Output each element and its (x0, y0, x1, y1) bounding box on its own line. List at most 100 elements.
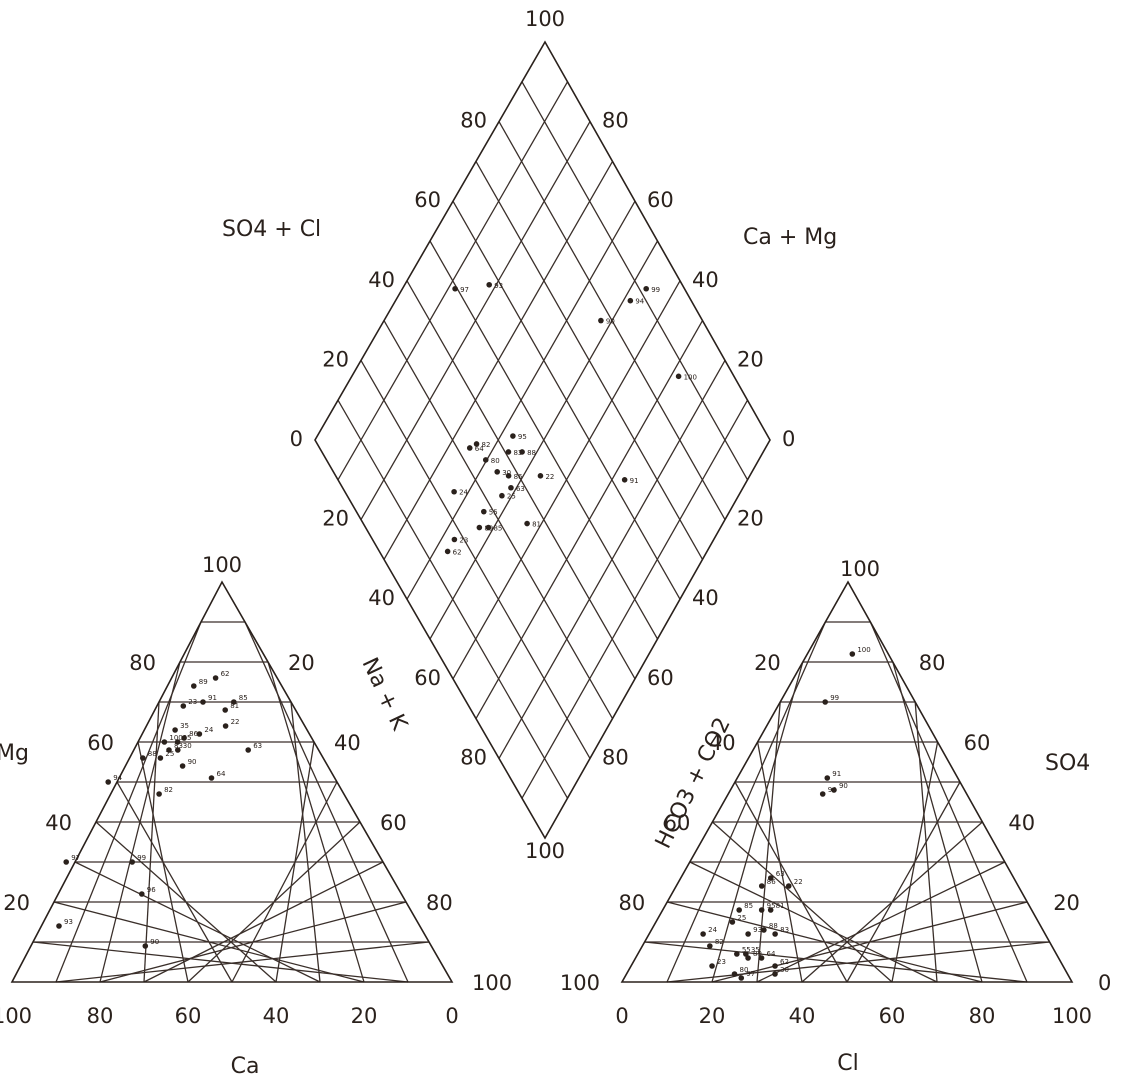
anion-sample-point (745, 955, 751, 961)
anion-sample-point (772, 931, 778, 937)
diamond-left-upper-tick: 40 (368, 268, 395, 292)
diamond-sample-point (486, 281, 493, 288)
cation-triangle: 1008060402002040608020406080100 90946463… (0, 580, 512, 1028)
anion-sample-label: 81 (776, 902, 785, 910)
cation-sample-point (56, 923, 62, 929)
diamond-sample-label: 94 (635, 298, 644, 306)
diamond-sample-point (598, 317, 604, 324)
anion-bottom-tick: 100 (1052, 1004, 1092, 1028)
diamond-sample-label: 100 (684, 373, 697, 381)
diamond-left-lower-tick: 60 (414, 666, 441, 690)
cation-gridline (74, 861, 321, 983)
cation-sample-point (142, 943, 149, 949)
anion-sample-point (758, 907, 765, 913)
diamond-top-tick: 100 (525, 7, 565, 31)
cation-sample-label: 83 (174, 742, 183, 750)
cation-sample-point (200, 699, 206, 705)
cation-gridline (244, 621, 409, 983)
diamond-sample-label: 93 (494, 282, 503, 290)
cation-sample-label: 95 (183, 734, 192, 742)
anion-sample-label: 82 (715, 938, 724, 946)
anion-sample-label: 100 (857, 646, 870, 654)
anion-right-tick: 80 (919, 651, 946, 675)
anion-apex-tick: 100 (840, 557, 880, 581)
anion-gridline (644, 941, 1028, 983)
diamond-gridline (521, 399, 749, 799)
anion-sample-label: 83 (780, 926, 789, 934)
cation-bottom-tick: 20 (351, 1004, 378, 1028)
cation-sample-point (140, 755, 146, 761)
cation-sample-label: 93 (64, 918, 73, 926)
cation-right-tick: 100 (472, 971, 512, 995)
cation-sample-point (139, 891, 145, 897)
diamond-sample-point (510, 433, 516, 439)
anion-right-tick: 0 (1098, 971, 1111, 995)
cation-sample-label: 99 (137, 854, 146, 862)
anion-sample-label: 35 (751, 946, 760, 954)
cation-sample-point (157, 755, 164, 761)
anion-sample-point (729, 919, 736, 925)
diamond-sample-label: 23 (459, 537, 468, 545)
cation-sample-point (181, 735, 187, 741)
anion-gridline (846, 781, 961, 983)
anion-sample-point (772, 971, 778, 977)
anion-bottom-tick: 20 (699, 1004, 726, 1028)
diamond-sample-label: 82 (482, 441, 491, 449)
diamond-left-lower-tick: 40 (368, 586, 395, 610)
cation-sample-point (166, 747, 172, 753)
diamond-gridline (521, 81, 749, 481)
cation-right-tick: 60 (380, 811, 407, 835)
anion-bottom-tick: 40 (789, 1004, 816, 1028)
anion-sample-label: 85 (744, 902, 753, 910)
anion-sample-point (758, 955, 765, 961)
cation-sample-point (105, 779, 111, 785)
diamond-sample-point (505, 449, 512, 455)
anion-sample-label: 89 (753, 950, 762, 958)
diamond-sample-point (473, 441, 480, 447)
cation-right-axis-title: Na + K (357, 654, 412, 735)
cation-left-tick: 60 (87, 731, 114, 755)
cation-left-axis-title: Mg (0, 741, 29, 766)
diamond-grid (337, 81, 749, 799)
anion-sample-point (819, 791, 826, 797)
anion-bottom-axis-title: Cl (837, 1051, 858, 1076)
anion-sample-label: 25 (737, 914, 746, 922)
cation-sample-label: 97 (71, 854, 80, 862)
diamond-sample-point (499, 492, 505, 499)
diamond-sample-label: 64 (475, 445, 484, 453)
anion-sample-point (824, 775, 831, 781)
anion-sample-label: 97 (746, 970, 755, 978)
diamond-sample-point (537, 473, 544, 479)
cation-sample-label: 89 (199, 678, 208, 686)
anion-sample-point (745, 931, 751, 937)
anion-outline (620, 580, 1074, 983)
cation-sample-label: 90 (150, 938, 159, 946)
cation-sample-point (245, 747, 251, 753)
diamond-right-lower-tick: 40 (692, 586, 719, 610)
anion-right-tick: 40 (1008, 811, 1035, 835)
diamond-sample-point (508, 484, 514, 491)
cation-bottom-tick: 40 (263, 1004, 290, 1028)
diamond-points: 9994100909397919588832282648086306325815… (444, 281, 697, 556)
diamond-sample-label: 55 (489, 509, 498, 517)
cation-gridline (267, 661, 365, 983)
cation-sample-point (222, 707, 228, 713)
cation-left-tick: 40 (45, 811, 72, 835)
diamond-right-upper-tick: 40 (692, 268, 719, 292)
anion-sample-point (822, 699, 828, 705)
diamond-sample-point (494, 469, 501, 475)
diamond-right-axis-title: Ca + Mg (743, 225, 837, 250)
cation-sample-label: 90 (188, 758, 197, 766)
diamond-sample-point (466, 445, 473, 451)
anion-left-tick: 20 (754, 651, 781, 675)
diamond-sample-label: 91 (630, 477, 639, 485)
cation-tick-labels: 1008060402002040608020406080100 (0, 651, 512, 1028)
anion-sample-label: 90 (839, 782, 848, 790)
anion-sample-label: 23 (717, 958, 726, 966)
diamond-gridline (498, 360, 726, 759)
anion-left-tick: 100 (560, 971, 600, 995)
cation-sample-label: 23 (188, 698, 197, 706)
